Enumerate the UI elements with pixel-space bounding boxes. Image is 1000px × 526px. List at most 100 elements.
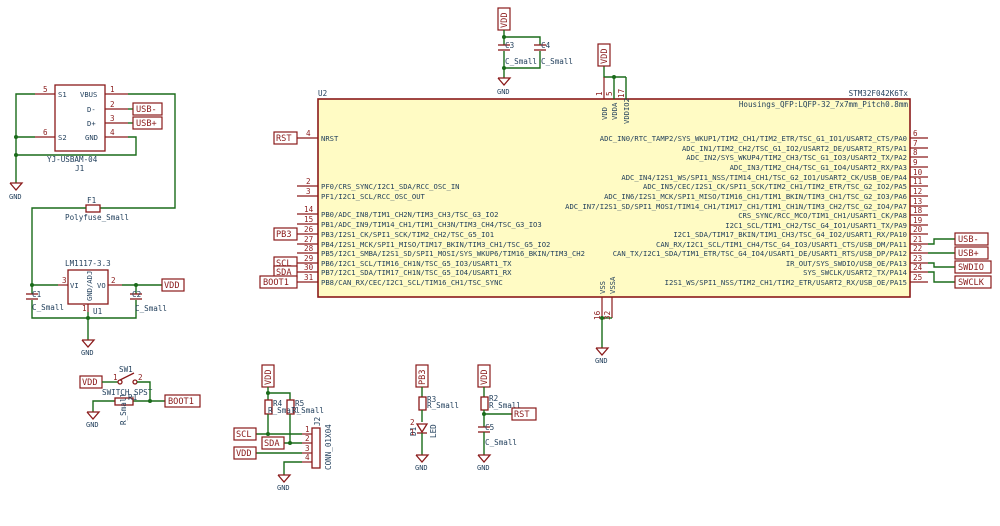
net-label-usb-plus-mcu: USB+ <box>954 246 989 260</box>
j2-pin1-num: 1 <box>305 425 310 434</box>
net-rst-reset-text: RST <box>514 410 530 420</box>
gnd-mcu-text: GND <box>595 357 608 365</box>
usb-connector-body <box>54 84 106 152</box>
c2-value-label: C_Small <box>135 304 167 313</box>
mcu-pin-pb1-num: 15 <box>304 215 313 224</box>
mcu-pin-vdd-name: VDD <box>600 107 609 120</box>
u1-pin-vo-name: VO <box>97 281 106 290</box>
mcu-pin-vdda-name: VDDA <box>610 102 619 120</box>
capacitor-c3[interactable]: C3 C_Small <box>498 41 537 66</box>
power-label-vdd-reg: VDD <box>161 278 185 292</box>
mcu-pin-pa12-num: 22 <box>913 244 922 253</box>
c4-value-label: C_Small <box>541 57 573 66</box>
net-label-swclk-mcu: SWCLK <box>954 275 992 289</box>
d1-ref-label: D1 <box>409 426 418 436</box>
d1-pin1-num: 1 <box>410 428 415 437</box>
gnd-header-text: GND <box>277 484 290 492</box>
gnd-symbol-switch: GND <box>86 411 101 429</box>
j1-pin-dp-num: 3 <box>110 114 115 123</box>
mcu-u2[interactable]: U2 STM32F042K6Tx Housings_QFP:LQFP-32_7x… <box>317 89 911 298</box>
j1-pin-dm-name: D- <box>87 105 96 114</box>
net-usb-dp-left-text: USB+ <box>136 119 157 129</box>
mcu-pin-vdd-num: 1 <box>595 91 604 96</box>
u1-pin-gnd-name: GND/ADJ <box>85 271 94 301</box>
resistor-r1[interactable]: R1 R_Small <box>114 393 138 425</box>
mcu-pin-pa0-name: ADC_IN0/RTC_TAMP2/SYS_WKUP1/TIM2_CH1/TIM… <box>600 134 907 143</box>
mcu-pin-pa15-num: 25 <box>913 273 922 282</box>
gnd-symbol-reg: GND <box>81 339 96 357</box>
usb-connector-j1[interactable]: S1 S2 VBUS D- D+ GND 5 6 1 2 3 4 YJ-USBA… <box>35 84 128 173</box>
net-label-boot1-mcu: BOOT1 <box>259 275 298 289</box>
r4-ref-label: R4 <box>273 399 283 408</box>
regulator-u1[interactable]: VI VO GND/ADJ 3 2 1 LM1117-3.3 U1 <box>58 259 122 316</box>
gnd-symbol-led: GND <box>415 454 430 472</box>
mcu-pin-pa3-num: 9 <box>913 158 918 167</box>
mcu-pin-pa4-name: ADC_IN4/I2S1_WS/SPI1_NSS/TIM14_CH1/TSC_G… <box>621 173 907 182</box>
r2-ref-label: R2 <box>489 394 498 403</box>
capacitor-c2[interactable]: C2 C_Small <box>130 290 167 313</box>
j2-pin4-num: 4 <box>305 453 310 462</box>
r5-ref-label: R5 <box>295 399 304 408</box>
net-label-scl-header: SCL <box>233 427 257 441</box>
net-scl-mcu-text: SCL <box>276 259 292 269</box>
net-sda-mcu-text: SDA <box>276 268 292 278</box>
mcu-pin-pf1-name: PF1/I2C1_SCL/RCC_OSC_OUT <box>321 192 426 201</box>
net-boot1-mcu-text: BOOT1 <box>263 278 289 288</box>
sw1-pin2-num: 2 <box>138 373 143 382</box>
r2-value-label: R_Small <box>489 401 521 410</box>
mcu-pin-pb7-num: 30 <box>304 263 314 272</box>
j1-pin-gnd-name: GND <box>85 133 98 142</box>
j1-pin-dm-num: 2 <box>110 100 115 109</box>
gnd-symbol-decoupling: GND <box>497 77 512 96</box>
gnd-switch-text: GND <box>86 421 99 429</box>
header-j2[interactable]: 1 2 3 4 J2 CONN_01X04 <box>302 417 333 470</box>
net-label-pb3-mcu: PB3 <box>273 227 298 241</box>
resistor-r5[interactable]: R5 R_Small <box>286 399 324 415</box>
mcu-pin-pa1-name: ADC_IN1/TIM2_CH2/TSC_G1_IO2/USART2_DE/US… <box>682 144 907 153</box>
mcu-pin-pa11-num: 21 <box>913 235 923 244</box>
j2-pin2-num: 2 <box>305 434 310 443</box>
gnd-reg-text: GND <box>81 349 94 357</box>
mcu-pin-pa0-num: 6 <box>913 129 918 138</box>
mcu-pin-pa2-name: ADC_IN2/SYS_WKUP4/TIM2_CH3/TSC_G1_IO3/US… <box>686 153 907 162</box>
vdd-reg-text: VDD <box>164 281 180 291</box>
d1-value-label: LED <box>429 424 438 438</box>
vdd-mcu-text: VDD <box>600 48 610 64</box>
net-label-usb-minus-mcu: USB- <box>954 232 989 246</box>
net-label-rst-reset: RST <box>511 407 537 421</box>
fuse-f1[interactable]: F1 Polyfuse_Small <box>65 196 129 222</box>
capacitor-c1[interactable]: C1 C_Small <box>26 290 64 312</box>
resistor-r3[interactable]: R3 R_Small <box>418 395 459 411</box>
gnd-symbol-mcu: GND <box>595 347 610 365</box>
mcu-pin-pb3-name: PB3/I2S1_CK/SPI1_SCK/TIM2_CH2/TSC_G5_IO1 <box>321 230 494 239</box>
mcu-pin-pa13-num: 23 <box>913 254 922 263</box>
mcu-pin-pb8-num: 31 <box>304 273 314 282</box>
u1-part-label: LM1117-3.3 <box>65 259 111 268</box>
mcu-pin-pb6-name: PB6/I2C1_SCL/TIM16_CH1N/TSC_G5_IO3/USART… <box>321 259 512 268</box>
vdd-decoupling-text: VDD <box>500 12 510 28</box>
r3-body <box>418 396 427 411</box>
c2-ref-label: C2 <box>132 290 141 299</box>
f1-ref-label: F1 <box>87 196 97 205</box>
gnd-symbol-j1: GND <box>9 182 24 201</box>
capacitor-c4[interactable]: C4 C_Small <box>534 41 573 66</box>
net-swclk-mcu-text: SWCLK <box>958 278 985 288</box>
sw1-pin1-num: 1 <box>113 373 118 382</box>
j1-pin-gnd-num: 4 <box>110 128 115 137</box>
led-d1[interactable]: D1 LED 2 1 <box>409 418 438 438</box>
d1-pin2-num: 2 <box>410 418 415 427</box>
gnd-j1-text: GND <box>9 193 22 201</box>
mcu-pin-pb3-num: 26 <box>304 225 314 234</box>
gnd-reset-text: GND <box>477 464 490 472</box>
power-label-vdd-decoupling: VDD <box>497 7 511 31</box>
mcu-pin-pa6-num: 12 <box>913 187 922 196</box>
r1-value-label: R_Small <box>119 393 128 425</box>
power-label-vdd-header-pin: VDD <box>233 446 257 460</box>
c3-ref-label: C3 <box>505 41 514 50</box>
j1-pin-s1-num: 5 <box>43 85 48 94</box>
mcu-pin-pa1-num: 7 <box>913 139 918 148</box>
power-label-vdd-header: VDD <box>261 364 275 388</box>
net-label-boot1-switch: BOOT1 <box>164 394 201 408</box>
j1-pin-dp-name: D+ <box>87 119 96 128</box>
